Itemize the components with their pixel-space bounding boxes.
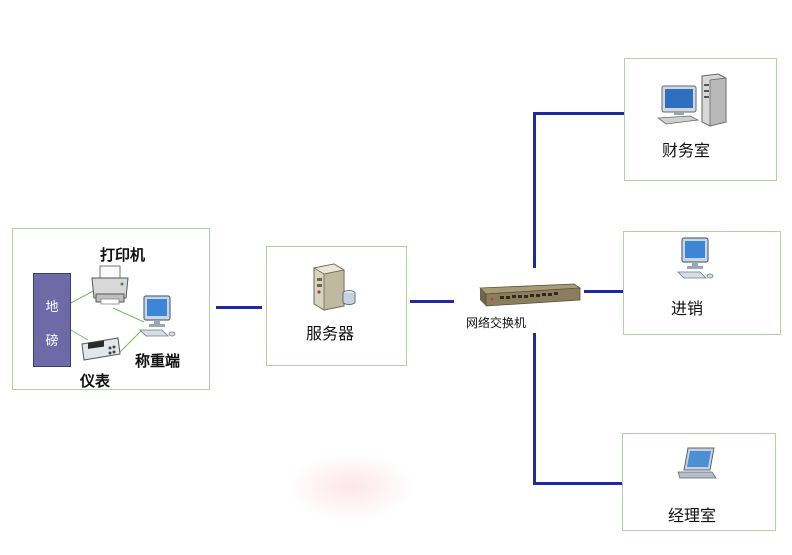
server-icon (312, 263, 356, 311)
wire-switch-trunk-up (533, 113, 536, 268)
weighbridge-char-2: 磅 (45, 334, 59, 349)
wire-to-manager (533, 482, 622, 485)
weighbridge-bar: 地 磅 (33, 273, 71, 367)
switch-label: 网络交换机 (466, 316, 527, 330)
sales-room-label: 进销 (671, 299, 704, 318)
sales-monitor-icon (677, 237, 714, 279)
laptop-icon (677, 447, 717, 479)
network-switch-icon (479, 283, 582, 307)
desktop-computer-icon (656, 73, 727, 127)
background-smudge (286, 452, 416, 522)
terminal-monitor-icon (139, 295, 176, 337)
printer-label: 打印机 (100, 246, 146, 264)
finance-room-box (624, 58, 777, 181)
wire-server-switch (410, 300, 454, 303)
wire-to-finance (533, 112, 624, 115)
server-label: 服务器 (306, 324, 355, 343)
wire-scale-server (216, 306, 262, 309)
indicator-label: 仪表 (80, 372, 111, 390)
wire-switch-trunk-down (533, 333, 536, 484)
manager-room-label: 经理室 (668, 506, 717, 525)
weighbridge-char-1: 地 (45, 300, 59, 315)
terminal-label: 称重端 (135, 352, 181, 370)
finance-room-label: 财务室 (662, 141, 711, 160)
printer-icon (91, 265, 129, 305)
wire-to-sales (584, 290, 624, 293)
indicator-instrument-icon (81, 337, 121, 361)
